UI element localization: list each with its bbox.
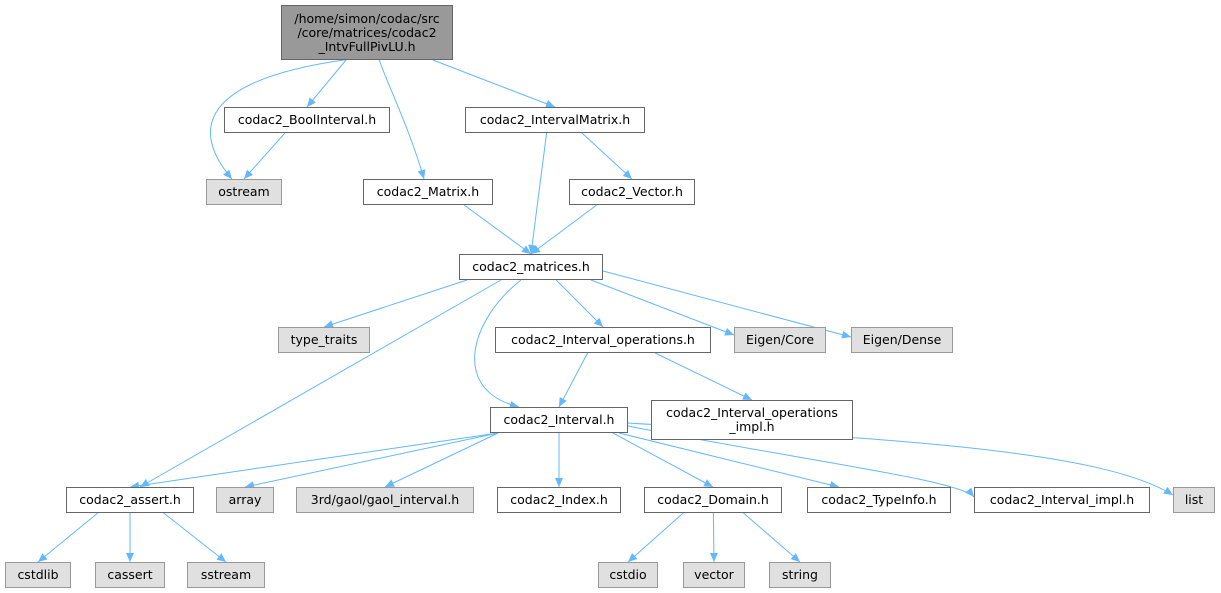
edge-domain-to-string [743, 512, 801, 563]
node-interval-impl[interactable]: codac2_Interval_impl.h [974, 487, 1150, 513]
edge-intervalmatrix-to-vector-h [581, 132, 633, 180]
node-interval-ops-impl[interactable]: codac2_Interval_operations _impl.h [651, 400, 853, 440]
node-cstdlib[interactable]: cstdlib [5, 562, 71, 588]
edge-root-to-matrix [378, 59, 425, 180]
edge-arrowhead [307, 97, 316, 107]
edge-arrowhead [528, 244, 537, 254]
node-sstream[interactable]: sstream [187, 562, 265, 588]
node-string[interactable]: string [769, 562, 831, 588]
edge-arrowhead [126, 553, 134, 562]
edge-root-to-boolinterval [306, 59, 347, 108]
edge-arrowhead [38, 553, 48, 562]
node-cassert[interactable]: cassert [95, 562, 165, 588]
node-intervalmatrix[interactable]: codac2_IntervalMatrix.h [465, 107, 645, 133]
node-cstdio[interactable]: cstdio [598, 562, 658, 588]
edge-arrowhead [559, 397, 567, 407]
edge-assert-to-sstream [163, 512, 227, 563]
node-type-traits[interactable]: type_traits [278, 327, 370, 353]
edge-root-to-intervalmatrix [432, 59, 556, 108]
node-domain[interactable]: codac2_Domain.h [644, 487, 782, 513]
edge-intervalmatrix-to-matrices [530, 132, 548, 255]
edge-arrowhead [703, 479, 713, 487]
edge-arrowhead [545, 100, 555, 108]
edge-matrix-to-matrices [463, 204, 532, 255]
edge-arrowhead [622, 169, 632, 179]
edge-matrices-to-type-traits [323, 279, 468, 328]
edge-arrowhead [1163, 486, 1173, 495]
edge-matrices-to-assert [139, 279, 502, 488]
edge-matrices-to-interval [474, 279, 522, 408]
node-boolinterval[interactable]: codac2_BoolInterval.h [224, 107, 390, 133]
node-interval[interactable]: codac2_Interval.h [490, 407, 628, 433]
node-eigen-core[interactable]: Eigen/Core [734, 327, 826, 353]
edge-vector-h-to-matrices [530, 204, 597, 255]
edge-arrowhead [724, 328, 734, 336]
node-eigen-dense[interactable]: Eigen/Dense [851, 327, 953, 353]
node-interval-ops[interactable]: codac2_Interval_operations.h [495, 327, 711, 353]
node-index[interactable]: codac2_Index.h [497, 487, 621, 513]
edge-arrowhead [521, 245, 531, 254]
node-matrix[interactable]: codac2_Matrix.h [363, 179, 493, 205]
edge-interval-ops-to-interval [558, 352, 589, 408]
node-gaol[interactable]: 3rd/gaol/gaol_interval.h [296, 487, 474, 513]
edge-interval-to-array [244, 432, 499, 488]
edge-arrowhead [965, 487, 974, 497]
edge-arrowhead [829, 480, 839, 489]
edge-arrowhead [531, 245, 541, 254]
edge-arrowhead [417, 169, 426, 179]
edge-arrowhead [841, 330, 851, 339]
edge-arrowhead [324, 320, 334, 328]
edge-matrices-to-interval-ops [555, 279, 604, 328]
node-vector-h[interactable]: codac2_Vector.h [569, 179, 695, 205]
edge-root-to-ostream [210, 59, 348, 180]
edge-matrices-to-eigen-core [590, 279, 735, 336]
edge-interval-to-domain [612, 432, 714, 488]
edge-arrowhead [628, 553, 638, 562]
edge-interval-to-typeinfo [618, 432, 840, 488]
edge-boolinterval-to-ostream [243, 132, 286, 180]
node-matrices[interactable]: codac2_matrices.h [459, 254, 603, 280]
edge-interval-to-gaol [384, 432, 499, 488]
edge-arrowhead [244, 169, 253, 179]
edge-assert-to-cstdlib [37, 512, 99, 563]
edge-arrowhead [385, 479, 395, 487]
node-assert[interactable]: codac2_assert.h [66, 487, 194, 513]
edge-arrowhead [593, 317, 603, 327]
edge-interval-ops-to-interval-ops-impl [654, 352, 753, 401]
node-list[interactable]: list [1173, 487, 1215, 513]
node-vector[interactable]: vector [683, 562, 745, 588]
edge-arrowhead [709, 552, 718, 562]
node-typeinfo[interactable]: codac2_TypeInfo.h [807, 487, 951, 513]
edge-matrices-to-eigen-dense [602, 270, 852, 338]
node-array[interactable]: array [216, 487, 274, 513]
edge-arrowhead [216, 553, 226, 562]
node-root[interactable]: /home/simon/codac/src /core/matrices/cod… [281, 5, 453, 60]
node-ostream[interactable]: ostream [206, 179, 282, 205]
edge-arrowhead [555, 478, 563, 487]
edge-arrowhead [223, 169, 232, 179]
edge-arrowhead [509, 400, 519, 409]
edge-domain-to-cstdio [627, 512, 684, 563]
edge-arrowhead [790, 553, 800, 562]
edge-arrowhead [742, 392, 752, 400]
edge-interval-to-assert [129, 432, 499, 488]
